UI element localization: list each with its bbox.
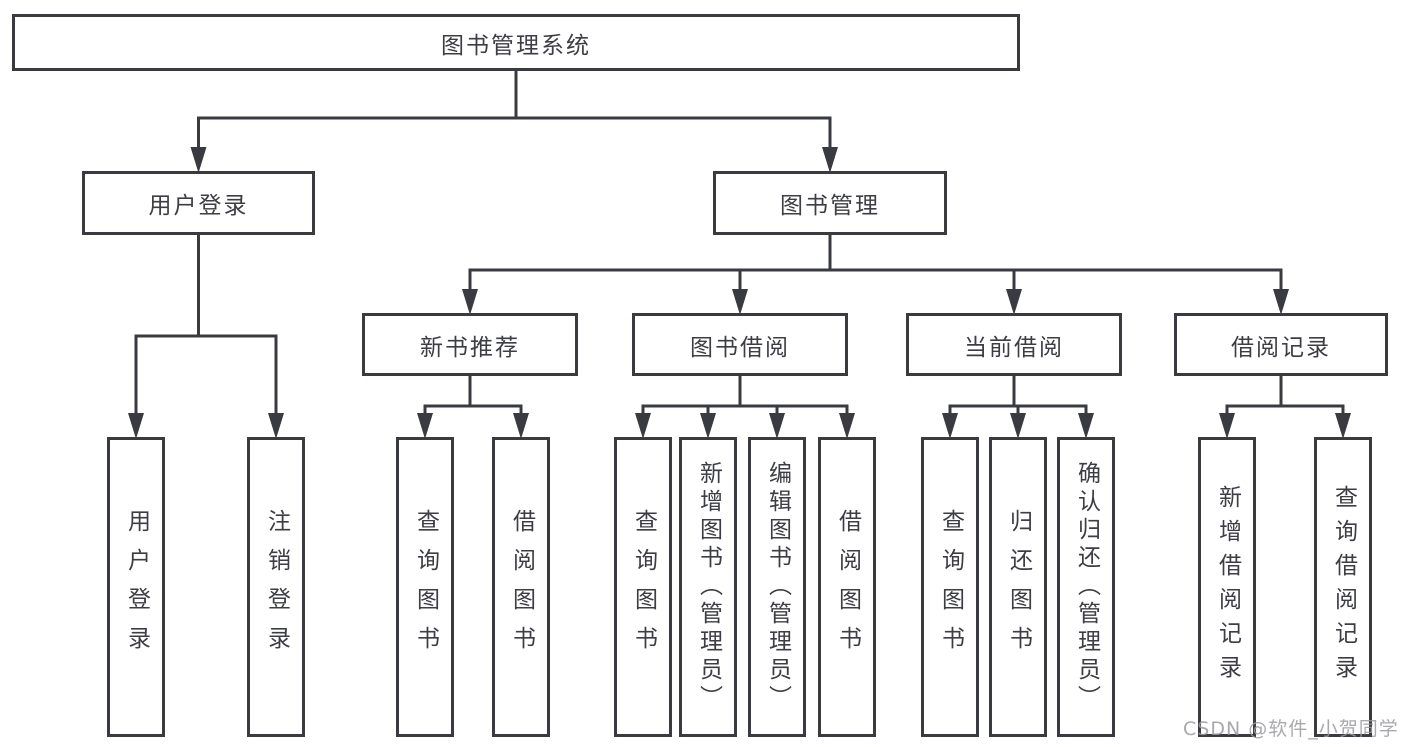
node-label: 借阅图书 bbox=[834, 509, 861, 665]
node-add-books-admin: 新增图书（管理员） bbox=[679, 437, 737, 737]
node-label: 注销登录 bbox=[263, 509, 290, 665]
node-label: 图书管理 bbox=[780, 193, 880, 219]
node-label: 借阅记录 bbox=[1231, 334, 1331, 361]
node-query-borrow-record: 查询借阅记录 bbox=[1314, 437, 1372, 737]
node-borrow-books-leaf: 借阅图书 bbox=[818, 437, 876, 737]
node-label: 查询图书 bbox=[937, 509, 964, 665]
node-label: 新增图书（管理员） bbox=[695, 461, 722, 713]
node-confirm-return-admin: 确认归还（管理员） bbox=[1057, 437, 1115, 737]
watermark: CSDN @软件_小贺同学 bbox=[1183, 718, 1399, 740]
node-user-login-module: 用户登录 bbox=[82, 171, 315, 235]
node-label: 新增借阅记录 bbox=[1214, 485, 1241, 689]
node-query-books-borrowing: 查询图书 bbox=[614, 437, 672, 737]
node-add-borrow-record: 新增借阅记录 bbox=[1198, 437, 1256, 737]
node-label: 编辑图书（管理员） bbox=[764, 461, 791, 713]
node-label: 当前借阅 bbox=[964, 334, 1064, 361]
node-library-system: 图书管理系统 bbox=[12, 14, 1020, 71]
node-new-book-recommend: 新书推荐 bbox=[362, 313, 578, 376]
node-label: 查询借阅记录 bbox=[1330, 485, 1357, 689]
node-label: 新书推荐 bbox=[420, 334, 520, 361]
node-borrow-books-recommend: 借阅图书 bbox=[492, 437, 550, 737]
node-book-management: 图书管理 bbox=[713, 171, 947, 235]
node-logout-leaf: 注销登录 bbox=[247, 437, 305, 737]
node-label: 图书借阅 bbox=[690, 334, 790, 361]
node-query-books-current: 查询图书 bbox=[921, 437, 979, 737]
node-user-login-leaf: 用户登录 bbox=[107, 437, 165, 737]
node-edit-books-admin: 编辑图书（管理员） bbox=[748, 437, 806, 737]
node-book-borrowing: 图书借阅 bbox=[632, 313, 848, 376]
node-query-books-recommend: 查询图书 bbox=[396, 437, 454, 737]
node-return-books: 归还图书 bbox=[989, 437, 1047, 737]
node-label: 查询图书 bbox=[412, 509, 439, 665]
node-current-borrowing: 当前借阅 bbox=[906, 313, 1122, 376]
node-borrowing-records: 借阅记录 bbox=[1174, 313, 1388, 376]
node-label: 归还图书 bbox=[1005, 509, 1032, 665]
node-label: 用户登录 bbox=[148, 193, 249, 219]
node-label: 确认归还（管理员） bbox=[1073, 461, 1100, 713]
node-label: 用户登录 bbox=[123, 509, 150, 665]
node-label: 查询图书 bbox=[630, 509, 657, 665]
node-label: 借阅图书 bbox=[508, 509, 535, 665]
node-label: 图书管理系统 bbox=[441, 32, 591, 59]
